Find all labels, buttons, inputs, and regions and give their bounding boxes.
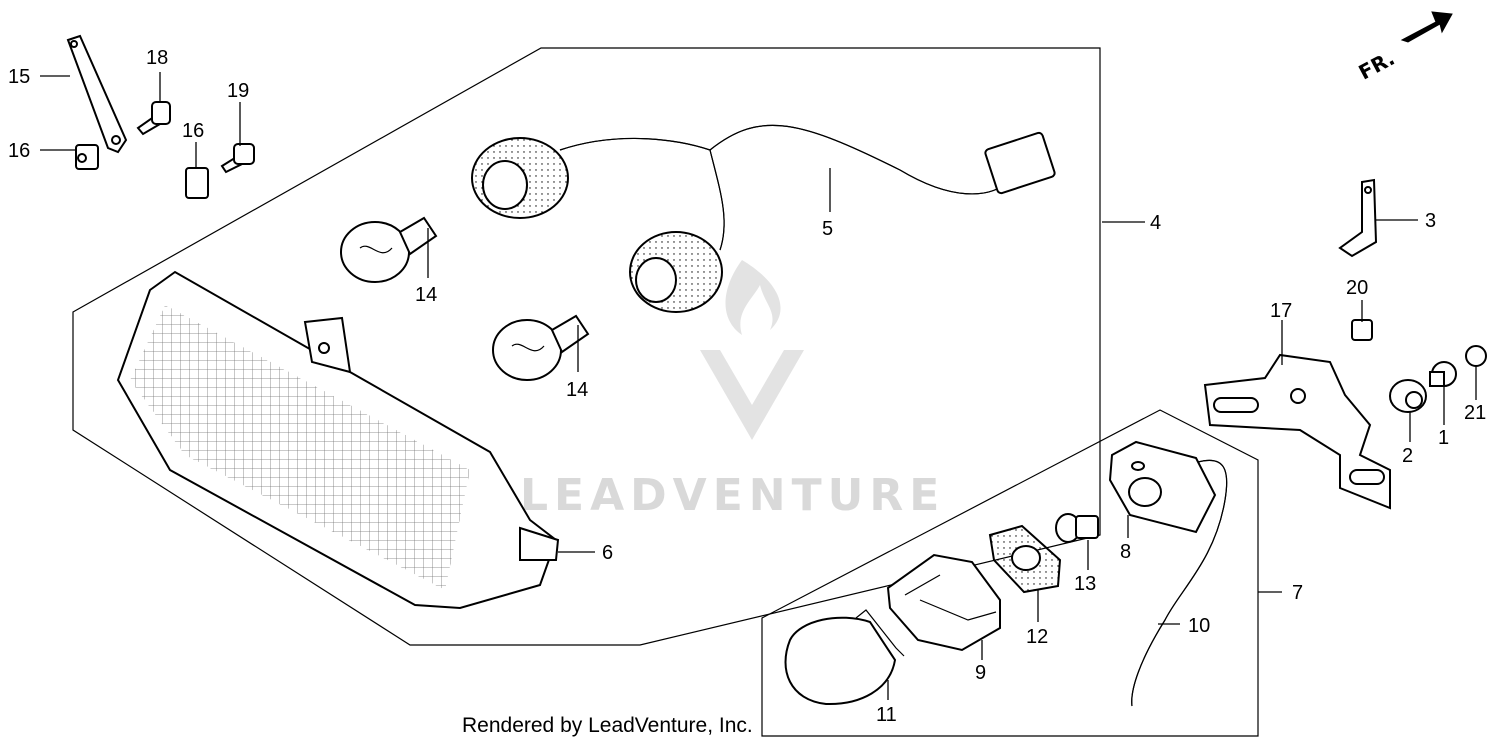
callout-13: 13 xyxy=(1074,573,1096,595)
watermark-logo: LEADVENTURE xyxy=(520,260,945,521)
assembly-outline-4 xyxy=(72,47,1101,646)
part-20-nut xyxy=(1351,319,1373,341)
part-19-bolt xyxy=(220,143,255,174)
front-direction-indicator: FR. xyxy=(1355,11,1453,85)
part-9-case xyxy=(886,553,1001,652)
part-21-nut xyxy=(1465,345,1487,367)
fr-label: FR. xyxy=(1355,46,1399,85)
callout-16-a: 16 xyxy=(8,140,30,162)
part-3-bracket xyxy=(1338,178,1378,258)
callout-4: 4 xyxy=(1150,212,1161,234)
callout-2: 2 xyxy=(1402,445,1413,467)
part-16-nut-b xyxy=(185,167,209,199)
callout-8: 8 xyxy=(1120,541,1131,563)
part-5-wire-harness xyxy=(471,124,1056,313)
part-11-lens xyxy=(784,609,905,706)
part-17-license-bracket xyxy=(1203,353,1391,510)
part-8-license-base xyxy=(1108,440,1217,534)
part-12-gasket xyxy=(988,524,1062,594)
part-16-nut-a xyxy=(75,144,99,170)
part-13-bulb xyxy=(1055,513,1099,543)
callout-21: 21 xyxy=(1464,402,1486,424)
callout-17: 17 xyxy=(1270,300,1292,322)
callout-19: 19 xyxy=(227,80,249,102)
callout-11: 11 xyxy=(876,704,897,726)
part-14-bulb-b xyxy=(492,314,590,381)
callout-14-a: 14 xyxy=(415,284,437,306)
part-2-grommet xyxy=(1389,379,1427,413)
callout-20: 20 xyxy=(1346,277,1368,299)
callout-3: 3 xyxy=(1425,210,1436,232)
callout-16-b: 16 xyxy=(182,120,204,142)
part-15-stay xyxy=(66,34,128,154)
callout-15: 15 xyxy=(8,66,30,88)
callout-1: 1 xyxy=(1438,427,1449,449)
leader-lines xyxy=(40,72,1477,700)
callout-labels: 15 16 18 16 19 14 14 5 4 6 3 20 17 2 1 2… xyxy=(8,47,1486,726)
footer-credit: Rendered by LeadVenture, Inc. xyxy=(462,714,753,737)
part-14-bulb-a xyxy=(340,216,438,283)
callout-12: 12 xyxy=(1026,626,1048,648)
part-1-collar xyxy=(1429,361,1457,387)
part-6-tail-light-lens xyxy=(116,270,560,610)
part-18-bolt xyxy=(136,101,171,136)
arrow-icon xyxy=(1400,11,1453,43)
callout-14-b: 14 xyxy=(566,379,588,401)
callout-6: 6 xyxy=(602,542,613,564)
assembly-outline-7 xyxy=(761,409,1259,737)
watermark-text: LEADVENTURE xyxy=(520,470,945,521)
callout-18: 18 xyxy=(146,47,168,69)
callout-7: 7 xyxy=(1292,582,1303,604)
callout-5: 5 xyxy=(822,218,833,240)
callout-9: 9 xyxy=(975,662,986,684)
callout-10: 10 xyxy=(1188,615,1210,637)
